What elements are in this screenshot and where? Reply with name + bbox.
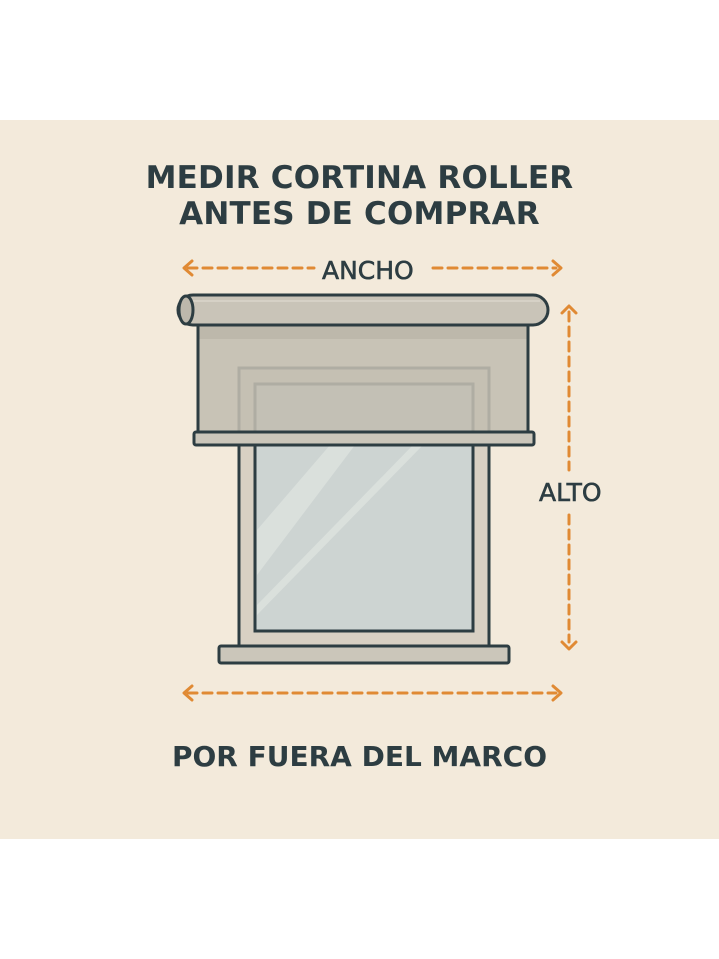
top-width-arrow (182, 259, 563, 277)
arrow-right-icon (551, 684, 563, 702)
roller-tube (176, 293, 550, 327)
height-label: ALTO (539, 478, 602, 507)
footer-note: POR FUERA DEL MARCO (171, 740, 547, 773)
page-title-line-2: ANTES DE COMPRAR (179, 196, 540, 232)
width-label: ANCHO (322, 256, 414, 285)
page-title-line-1: MEDIR CORTINA ROLLER (145, 160, 574, 196)
arrow-down-icon (560, 640, 578, 651)
height-arrow (560, 304, 578, 651)
arrow-up-icon (560, 304, 578, 315)
arrow-left-icon (182, 684, 194, 702)
window-sill (217, 644, 511, 665)
blind-fabric (196, 325, 530, 435)
blind-bottom-bar (192, 430, 536, 447)
arrow-right-icon (551, 259, 563, 277)
roller-end-cap (177, 294, 195, 326)
arrow-left-icon (182, 259, 194, 277)
bottom-width-arrow (182, 684, 563, 702)
